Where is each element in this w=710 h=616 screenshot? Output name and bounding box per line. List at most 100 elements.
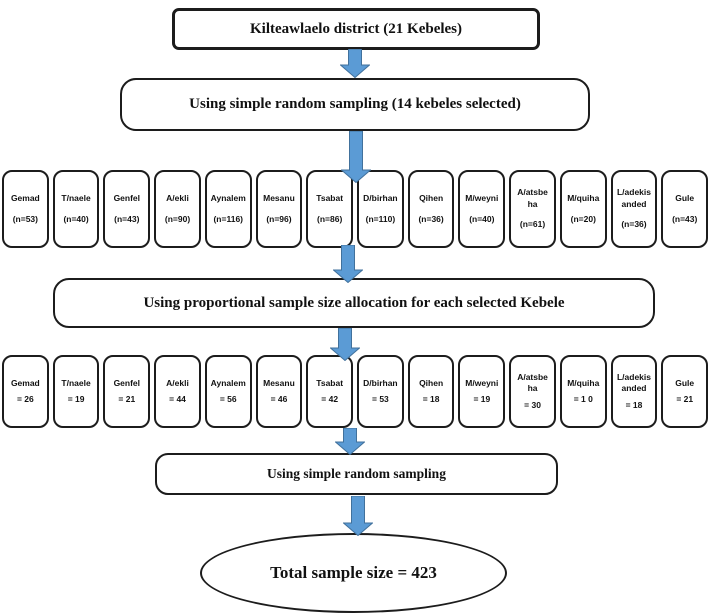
kebele-allocation: = 53 [372,394,389,404]
kebele-box-aekli-n: A/ekli (n=90) [154,170,201,248]
kebele-n: (n=86) [317,213,343,224]
kebele-name: A/atsbe ha [517,187,548,209]
kebele-allocation: = 21 [118,394,136,404]
simple-random-sampling-box-1: Using simple random sampling (14 kebeles… [120,78,590,131]
srs2-label: Using simple random sampling [267,466,446,481]
kebele-name: Gule [675,193,695,204]
kebele-box-gemad-n: Gemad (n=53) [2,170,49,248]
proportional-allocation-box: Using proportional sample size allocatio… [53,278,655,328]
down-arrow-icon [330,328,360,361]
kebele-name: Gemad [10,193,40,204]
kebele-allocation: = 18 [625,399,643,410]
kebele-box-aynalem-n: Aynalem (n=116) [204,170,252,248]
simple-random-sampling-box-2: Using simple random sampling [155,453,558,495]
kebele-name: Aynalem [210,193,246,204]
kebele-n: (n=40) [469,213,495,224]
kebele-n: (n=36) [621,219,647,230]
kebele-name: L/adekis anded [616,187,651,209]
kebele-n: (n=53) [12,213,38,224]
kebele-allocation: = 1 0 [573,394,593,404]
proportional-label: Using proportional sample size allocatio… [143,294,565,311]
kebele-name: D/birhan [363,377,398,388]
kebele-allocation: = 21 [676,394,694,404]
kebele-box-ladekis-n: L/adekis anded (n=36) [610,170,658,248]
allocated-kebeles-row: Gemad = 26 T/naele = 19 Genfel = 21 A/ek… [0,355,710,428]
kebele-name: A/atsbe ha [517,371,548,394]
kebele-box-mquiha-alloc: M/quiha = 1 0 [559,355,607,428]
kebele-allocation: = 19 [67,394,85,404]
kebele-allocation: = 42 [321,394,339,404]
kebele-allocation: = 46 [270,394,288,404]
kebele-name: A/ekli [166,377,189,388]
kebele-name: Mesanu [263,377,295,388]
kebele-n: (n=43) [672,213,698,224]
kebele-n: (n=90) [164,213,191,224]
kebele-box-qihen-n: Qihen (n=36) [407,170,455,248]
kebele-name: M/quiha [567,193,600,204]
kebele-box-tnaele-n: T/naele (n=40) [52,170,100,248]
down-arrow-icon [340,49,370,78]
kebele-n: (n=40) [63,213,89,224]
kebele-box-mquiha-n: M/quiha (n=20) [559,170,607,248]
kebele-box-tsabat-alloc: Tsabat = 42 [306,355,354,428]
kebele-name: Tsabat [316,377,344,388]
kebele-n: (n=96) [266,213,292,224]
kebele-box-mesanu-alloc: Mesanu = 46 [255,355,303,428]
kebele-box-gule-alloc: Gule = 21 [661,355,709,428]
district-box: Kilteawlaelo district (21 Kebeles) [172,8,540,50]
down-arrow-icon [335,428,365,455]
kebele-box-mweyni-alloc: M/weyni = 19 [458,355,506,428]
kebele-box-ladekis-alloc: L/adekis anded = 18 [610,355,658,428]
kebele-allocation: = 44 [169,394,186,404]
kebele-box-mweyni-n: M/weyni (n=40) [458,170,506,248]
kebele-name: A/ekli [166,193,189,204]
total-sample-size-ellipse: Total sample size = 423 [200,533,507,613]
kebele-n: (n=43) [114,213,140,224]
kebele-allocation: = 18 [422,394,440,404]
kebele-name: T/naele [61,193,91,204]
kebele-name: Genfel [113,193,141,204]
kebele-box-genfel-alloc: Genfel = 21 [103,355,151,428]
kebele-box-aatsbeha-n: A/atsbe ha (n=61) [509,170,556,248]
kebele-box-aynalem-alloc: Aynalem = 56 [204,355,252,428]
kebele-box-gemad-alloc: Gemad = 26 [2,355,49,428]
kebele-box-qihen-alloc: Qihen = 18 [407,355,455,428]
kebele-name: Gule [675,377,695,388]
down-arrow-icon [341,131,371,183]
kebele-box-dbirhan-n: D/birhan (n=110) [357,170,404,248]
kebele-name: L/adekis anded [616,371,651,394]
kebele-name: Genfel [113,377,141,388]
kebele-name: Tsabat [316,193,344,204]
kebele-n: (n=110) [365,213,396,224]
kebele-name: Qihen [419,377,444,388]
total-label: Total sample size = 423 [270,563,437,582]
kebele-name: M/weyni [465,377,499,388]
kebele-n: (n=61) [519,219,546,230]
sampled-kebeles-row: Gemad (n=53) T/naele (n=40) Genfel (n=43… [0,170,710,248]
kebele-box-tsabat-n: Tsabat (n=86) [306,170,354,248]
kebele-box-mesanu-n: Mesanu (n=96) [255,170,303,248]
kebele-n: (n=36) [418,213,444,224]
kebele-name: M/weyni [465,193,499,204]
district-box-label: Kilteawlaelo district (21 Kebeles) [249,20,463,37]
kebele-allocation: = 56 [219,394,237,404]
kebele-name: M/quiha [567,377,600,388]
kebele-box-dbirhan-alloc: D/birhan = 53 [357,355,404,428]
kebele-name: Qihen [419,193,444,204]
kebele-n: (n=116) [213,213,243,224]
kebele-name: D/birhan [363,193,398,204]
kebele-name: Aynalem [210,377,246,388]
down-arrow-icon [343,496,373,536]
kebele-box-aekli-alloc: A/ekli = 44 [154,355,201,428]
kebele-name: Gemad [10,377,40,388]
kebele-n: (n=20) [570,213,596,224]
kebele-allocation: = 30 [524,399,541,410]
kebele-allocation: = 26 [16,394,34,404]
kebele-box-tnaele-alloc: T/naele = 19 [52,355,100,428]
kebele-allocation: = 19 [473,394,491,404]
kebele-box-genfel-n: Genfel (n=43) [103,170,151,248]
kebele-box-gule-n: Gule (n=43) [661,170,709,248]
kebele-box-aatsbeha-alloc: A/atsbe ha = 30 [509,355,556,428]
srs1-label: Using simple random sampling (14 kebeles… [189,96,521,112]
